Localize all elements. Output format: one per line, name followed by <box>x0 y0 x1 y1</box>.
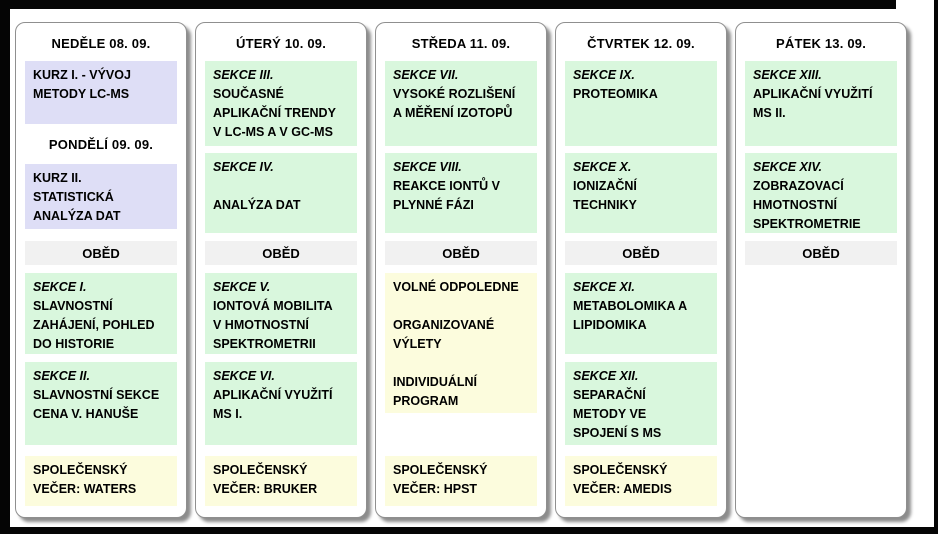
day-card-friday: PÁTEK 13. 09. SEKCE XIII. APLIKAČNÍ VYUŽ… <box>735 22 907 518</box>
session-title: SEKCE XIII. <box>753 68 822 82</box>
day-card-tuesday: ÚTERÝ 10. 09. SEKCE III. SOUČASNÉ APLIKA… <box>195 22 367 518</box>
session-title: SEKCE XIV. <box>753 160 823 174</box>
session-title: SEKCE II. <box>33 369 90 383</box>
lunch-bar: OBĚD <box>385 241 537 265</box>
day-header-sunday: NEDĚLE 08. 09. <box>51 35 151 51</box>
session-body: APLIKAČNÍ VYUŽITÍ MS I. <box>213 388 333 421</box>
evening-block-bruker: SPOLEČENSKÝ VEČER: BRUKER <box>205 456 357 506</box>
session-body: PROTEOMIKA <box>573 87 658 101</box>
day-header-tuesday: ÚTERÝ 10. 09. <box>235 35 327 51</box>
session-block-sekce-6: SEKCE VI. APLIKAČNÍ VYUŽITÍ MS I. <box>205 362 357 445</box>
session-block-sekce-3: SEKCE III. SOUČASNÉ APLIKAČNÍ TRENDY V L… <box>205 61 357 146</box>
session-body: SLAVNOSTNÍ SEKCE CENA V. HANUŠE <box>33 388 160 421</box>
session-block-sekce-14: SEKCE XIV. ZOBRAZOVACÍ HMOTNOSTNÍ SPEKTR… <box>745 153 897 233</box>
day-header-thursday: ČTVRTEK 12. 09. <box>587 35 695 51</box>
session-body: SEPARAČNÍ METODY VE SPOJENÍ S MS <box>573 388 662 440</box>
session-body: ANALÝZA DAT <box>213 198 301 212</box>
session-title: SEKCE I. <box>33 280 87 294</box>
session-block-sekce-7: SEKCE VII. VYSOKÉ ROZLIŠENÍ A MĚŘENÍ IZO… <box>385 61 537 146</box>
session-block-sekce-11: SEKCE XI. METABOLOMIKA A LIPIDOMIKA <box>565 273 717 354</box>
session-block-sekce-2: SEKCE II. SLAVNOSTNÍ SEKCE CENA V. HANUŠ… <box>25 362 177 445</box>
lunch-bar: OBĚD <box>745 241 897 265</box>
session-block-sekce-8: SEKCE VIII. REAKCE IONTŮ V PLYNNÉ FÁZI <box>385 153 537 233</box>
day-card-thursday: ČTVRTEK 12. 09. SEKCE IX. PROTEOMIKA SEK… <box>555 22 727 518</box>
session-block-sekce-12: SEKCE XII. SEPARAČNÍ METODY VE SPOJENÍ S… <box>565 362 717 445</box>
session-block-sekce-10: SEKCE X. IONIZAČNÍ TECHNIKY <box>565 153 717 233</box>
session-title: SEKCE IV. <box>213 160 274 174</box>
day-header-wednesday: STŘEDA 11. 09. <box>411 35 511 51</box>
session-body: IONIZAČNÍ TECHNIKY <box>573 179 637 212</box>
course-block-kurz-1: KURZ I. - VÝVOJ METODY LC-MS <box>25 61 177 124</box>
session-title: SEKCE VII. <box>393 68 459 82</box>
frame-notch <box>896 0 934 9</box>
session-body: METABOLOMIKA A LIPIDOMIKA <box>573 299 688 332</box>
session-block-sekce-4: SEKCE IV. ANALÝZA DAT <box>205 153 357 233</box>
session-title: SEKCE XII. <box>573 369 639 383</box>
lunch-bar: OBĚD <box>205 241 357 265</box>
session-body: APLIKAČNÍ VYUŽITÍ MS II. <box>753 87 873 120</box>
slide-surface: NEDĚLE 08. 09. KURZ I. - VÝVOJ METODY LC… <box>10 9 934 527</box>
session-body: VYSOKÉ ROZLIŠENÍ A MĚŘENÍ IZOTOPŮ <box>393 87 516 120</box>
session-body: IONTOVÁ MOBILITA V HMOTNOSTNÍ SPEKTROMET… <box>213 299 333 351</box>
free-afternoon-block: VOLNÉ ODPOLEDNE ORGANIZOVANÉ VÝLETY INDI… <box>385 273 537 413</box>
session-title: SEKCE X. <box>573 160 632 174</box>
session-title: SEKCE XI. <box>573 280 635 294</box>
evening-block-hpst: SPOLEČENSKÝ VEČER: HPST <box>385 456 537 506</box>
session-title: SEKCE V. <box>213 280 271 294</box>
lunch-bar: OBĚD <box>25 241 177 265</box>
session-body: SOUČASNÉ APLIKAČNÍ TRENDY V LC-MS A V GC… <box>213 87 336 139</box>
session-block-sekce-9: SEKCE IX. PROTEOMIKA <box>565 61 717 146</box>
session-title: SEKCE IX. <box>573 68 635 82</box>
evening-block-amedis: SPOLEČENSKÝ VEČER: AMEDIS <box>565 456 717 506</box>
session-block-sekce-1: SEKCE I. SLAVNOSTNÍ ZAHÁJENÍ, POHLED DO … <box>25 273 177 354</box>
session-title: SEKCE VI. <box>213 369 275 383</box>
session-title: SEKCE III. <box>213 68 274 82</box>
day-header-monday: PONDĚLÍ 09. 09. <box>48 136 154 152</box>
day-card-sunday-monday: NEDĚLE 08. 09. KURZ I. - VÝVOJ METODY LC… <box>15 22 187 518</box>
session-body: ZOBRAZOVACÍ HMOTNOSTNÍ SPEKTROMETRIE <box>753 179 861 231</box>
course-block-kurz-2: KURZ II. STATISTICKÁ ANALÝZA DAT <box>25 164 177 229</box>
day-card-wednesday: STŘEDA 11. 09. SEKCE VII. VYSOKÉ ROZLIŠE… <box>375 22 547 518</box>
session-body: SLAVNOSTNÍ ZAHÁJENÍ, POHLED DO HISTORIE <box>33 299 155 351</box>
session-title: SEKCE VIII. <box>393 160 462 174</box>
evening-block-waters: SPOLEČENSKÝ VEČER: WATERS <box>25 456 177 506</box>
lunch-bar: OBĚD <box>565 241 717 265</box>
session-block-sekce-13: SEKCE XIII. APLIKAČNÍ VYUŽITÍ MS II. <box>745 61 897 146</box>
day-header-friday: PÁTEK 13. 09. <box>775 35 867 51</box>
session-block-sekce-5: SEKCE V. IONTOVÁ MOBILITA V HMOTNOSTNÍ S… <box>205 273 357 354</box>
session-body: REAKCE IONTŮ V PLYNNÉ FÁZI <box>393 179 500 212</box>
